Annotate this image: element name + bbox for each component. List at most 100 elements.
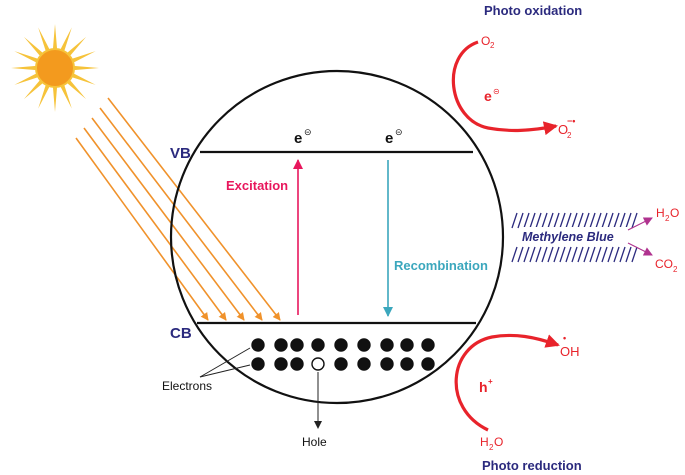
- sun-ray: [52, 86, 58, 112]
- hatch-mark: [589, 212, 596, 229]
- hole-dot: [311, 357, 325, 371]
- co2-product-label: CO 2: [655, 257, 678, 274]
- hatch-mark: [589, 246, 596, 263]
- svg-text:⊝: ⊝: [395, 127, 403, 137]
- hatch-mark: [517, 246, 524, 263]
- o2-label: O 2: [481, 34, 495, 50]
- svg-text:2: 2: [673, 265, 678, 274]
- cb-label: CB: [170, 325, 192, 342]
- sun-ray: [11, 65, 37, 71]
- hatch-mark: [559, 246, 566, 263]
- hatch-mark: [565, 246, 572, 263]
- svg-text:•: •: [563, 333, 566, 343]
- recombination-label: Recombination: [394, 258, 488, 273]
- electron-dot: [400, 357, 414, 371]
- hatch-mark: [541, 212, 548, 229]
- electron-dot: [274, 357, 288, 371]
- svg-text:e: e: [294, 130, 302, 147]
- hatch-mark: [529, 212, 536, 229]
- hatch-mark: [595, 212, 602, 229]
- vb-label: VB: [170, 145, 191, 162]
- svg-text:2: 2: [489, 443, 494, 452]
- electron-dot: [334, 357, 348, 371]
- methylene-blue-label: Methylene Blue: [522, 230, 614, 244]
- sun-ray: [38, 27, 50, 52]
- hatch-mark: [541, 246, 548, 263]
- sun-icon: [11, 24, 99, 112]
- electrons-label: Electrons: [162, 379, 212, 393]
- electron-dot: [380, 357, 394, 371]
- sun-ray: [71, 51, 96, 63]
- hatch-mark: [625, 246, 632, 263]
- hatch-mark: [595, 246, 602, 263]
- hatch-mark: [559, 212, 566, 229]
- hatch-mark: [607, 246, 614, 263]
- electron-dot: [421, 357, 435, 371]
- hatch-mark: [565, 212, 572, 229]
- svg-text:2: 2: [665, 214, 670, 223]
- sun-ray: [66, 79, 87, 100]
- h2o-reactant-label: H 2 O: [480, 435, 503, 452]
- sun-ray: [60, 84, 72, 109]
- hatch-mark: [577, 246, 584, 263]
- hatch-mark: [511, 246, 518, 263]
- electron-dot: [274, 338, 288, 352]
- hatch-mark: [571, 212, 578, 229]
- oxidation-curve-arrow: [451, 40, 558, 136]
- svg-text:⊝: ⊝: [493, 87, 500, 96]
- superoxide-label: O 2 −•: [558, 116, 575, 140]
- svg-text:+: +: [488, 377, 493, 386]
- oxidation-electron-label: e ⊝: [484, 87, 500, 104]
- svg-text:−•: −•: [567, 116, 575, 126]
- hatch-mark: [529, 246, 536, 263]
- sun-ray: [14, 73, 39, 85]
- svg-text:e: e: [484, 88, 492, 104]
- svg-text:H: H: [656, 206, 665, 220]
- hatch-mark: [553, 246, 560, 263]
- svg-text:O: O: [670, 206, 679, 220]
- hatch-mark: [535, 246, 542, 263]
- hatch-mark: [553, 212, 560, 229]
- methylene-blue-label-bg: [519, 227, 629, 245]
- hatch-mark: [631, 246, 638, 263]
- sun-ray: [38, 84, 50, 109]
- hatch-mark: [511, 212, 518, 229]
- svg-text:2: 2: [490, 41, 495, 50]
- light-rays: [75, 97, 281, 321]
- svg-text:e: e: [385, 130, 393, 147]
- hatch-mark: [631, 212, 638, 229]
- electrons-pointer-1: [199, 347, 251, 378]
- hatch-mark: [517, 212, 524, 229]
- hatch-mark: [613, 212, 620, 229]
- hatch-mark: [577, 212, 584, 229]
- hydroxyl-radical-label: • OH: [560, 333, 580, 359]
- hatch-mark: [583, 246, 590, 263]
- hatch-mark: [601, 246, 608, 263]
- hatch-mark: [619, 246, 626, 263]
- svg-text:O: O: [481, 34, 490, 48]
- electron-dot: [311, 338, 325, 352]
- vb-electron-2: e ⊝: [385, 127, 403, 147]
- electron-dot: [421, 338, 435, 352]
- hole-label: Hole: [302, 435, 327, 449]
- electron-dot: [290, 357, 304, 371]
- electron-dot: [290, 338, 304, 352]
- hatch-mark: [523, 246, 530, 263]
- electron-dot: [357, 357, 371, 371]
- svg-text:H: H: [480, 435, 489, 449]
- mb-to-co2-arrow: [627, 242, 653, 256]
- svg-text:2: 2: [567, 131, 572, 140]
- sun-ray: [73, 65, 99, 71]
- semiconductor-circle: [169, 69, 505, 405]
- electron-dot: [357, 338, 371, 352]
- hatch-mark: [583, 212, 590, 229]
- hatch-mark: [571, 246, 578, 263]
- hole-plus-label: h +: [479, 377, 493, 395]
- electron-dot: [251, 338, 265, 352]
- sun-ray: [66, 36, 87, 57]
- hatch-mark: [607, 212, 614, 229]
- svg-text:h: h: [479, 379, 488, 395]
- electrons-pointer-2: [199, 364, 251, 378]
